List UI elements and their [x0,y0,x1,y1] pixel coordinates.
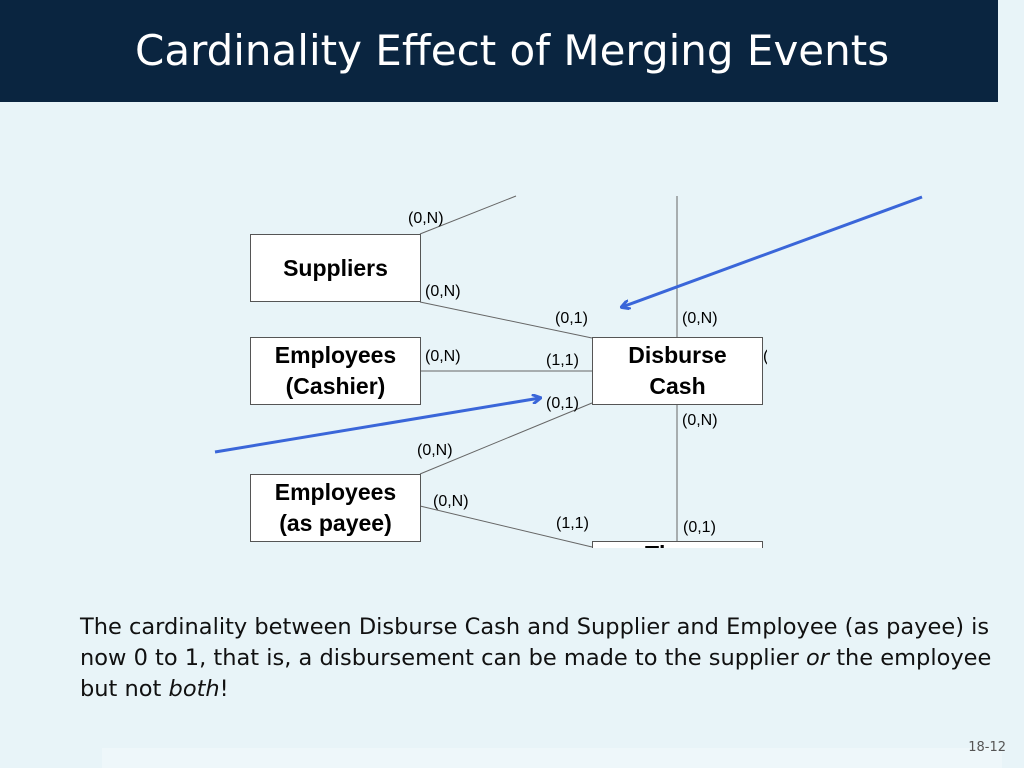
line-payee-to-disburse [419,402,593,475]
card-cashier-to-disburse: (0,N) [425,348,461,365]
card-disburse-top-right: (0,N) [682,310,718,327]
card-payee-top: (0,N) [417,442,453,459]
card-bottom-from-payee: (1,1) [556,515,589,532]
card-suppliers-top: (0,N) [408,210,444,227]
arrow-upper-pointer [622,195,923,307]
entity-bottom-partial: Th [592,541,763,548]
entity-bottom-partial-label: Th [645,543,673,549]
line-suppliers-to-disburse [419,301,593,339]
card-disburse-bottom-right: (0,N) [682,412,718,429]
entity-suppliers: Suppliers [250,234,421,302]
explanation-or: or [806,645,830,671]
entity-suppliers-label: Suppliers [283,254,388,281]
entity-disburse-cash: Disburse Cash [592,337,763,405]
entity-employees-cashier: Employees (Cashier) [250,337,421,405]
card-disburse-from-cashier: (1,1) [546,352,579,369]
entity-disburse-cash-line1: Disburse [628,342,727,368]
explanation-text: The cardinality between Disburse Cash an… [80,612,1010,705]
card-right-edge-partial: ( [763,348,767,366]
card-bottom-right: (0,1) [683,519,716,536]
card-suppliers-to-disburse: (0,N) [425,283,461,300]
entity-employees-payee: Employees (as payee) [250,474,421,542]
entity-employees-payee-line2: (as payee) [279,510,392,536]
entity-employees-cashier-line2: (Cashier) [285,373,386,399]
slide-title: Cardinality Effect of Merging Events [135,26,890,75]
footer-band [102,748,1002,768]
explanation-part1: The cardinality between Disburse Cash an… [80,614,990,671]
line-suppliers-to-top [419,195,517,235]
explanation-part2: the employee but not [80,645,992,702]
slide-number: 18-12 [968,740,1006,755]
entity-employees-cashier-line1: Employees [274,342,397,368]
card-disburse-from-payee: (0,1) [546,395,579,412]
card-payee-to-bottom: (0,N) [433,493,469,510]
arrow-lower-pointer [214,398,540,454]
entity-employees-payee-line1: Employees [274,479,397,505]
line-payee-to-bottom [419,505,593,548]
explanation-both: both [168,676,220,702]
card-disburse-from-suppliers: (0,1) [555,310,588,327]
title-bar: Cardinality Effect of Merging Events [0,0,998,102]
entity-disburse-cash-line2: Cash [649,373,706,399]
explanation-end: ! [219,676,229,702]
